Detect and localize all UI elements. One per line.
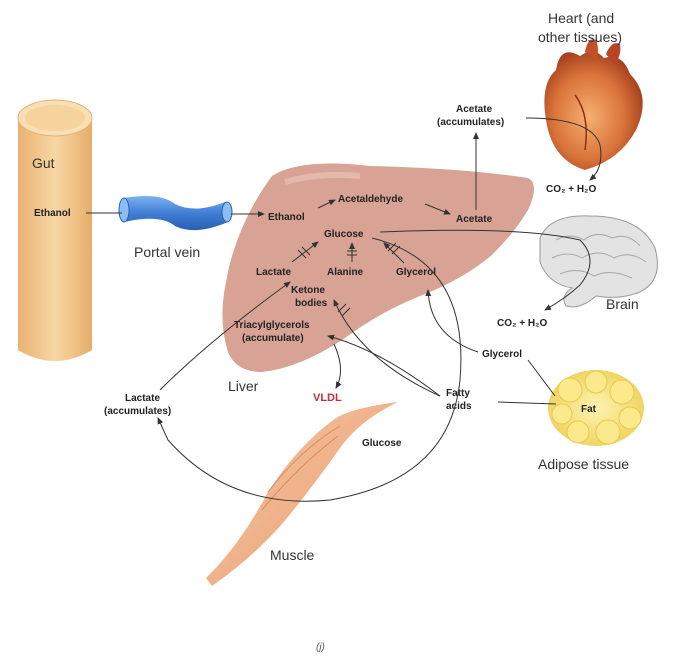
line-fat-to-glycerol xyxy=(528,360,555,396)
glycerol-adipose-label: Glycerol xyxy=(482,349,522,360)
ketone-bodies-label-line1: Ketone xyxy=(291,285,325,296)
glucose-liver-label: Glucose xyxy=(324,229,364,240)
arrow-fatty-acids-to-triacylglycerols xyxy=(328,336,440,396)
adipose-tissue-label: Adipose tissue xyxy=(538,456,629,472)
acetate-out-label-line1: Acetate xyxy=(456,104,493,115)
liver-label: Liver xyxy=(228,378,259,394)
arrow-triacylglycerols-to-vldl xyxy=(334,344,341,388)
lactate-out-label-line1: Lactate xyxy=(125,393,160,404)
co2-water-heart-label: CO₂ + H₂O xyxy=(546,184,597,195)
gut-label: Gut xyxy=(32,155,55,171)
acetate-out-label-line2: (accumulates) xyxy=(437,117,504,128)
muscle-label: Muscle xyxy=(270,547,315,563)
heart-label-line1: Heart (and xyxy=(548,10,614,26)
acetaldehyde-label: Acetaldehyde xyxy=(338,194,403,205)
co2-water-brain-label: CO₂ + H₂O xyxy=(497,318,548,329)
triacylglycerols-label-line1: Triacylglycerols xyxy=(234,320,310,331)
fatty-acids-label-line2: acids xyxy=(446,401,472,412)
ketone-bodies-label-line2: bodies xyxy=(295,298,328,309)
arrow-glycerol-to-liver xyxy=(428,290,478,352)
brain-organ xyxy=(540,216,657,307)
figure-caption: (j) xyxy=(316,642,325,653)
adipose-tissue-organ xyxy=(548,370,644,446)
ethanol-liver-label: Ethanol xyxy=(268,212,305,223)
portal-vein-label: Portal vein xyxy=(134,244,200,260)
alanine-label: Alanine xyxy=(327,267,364,278)
gut-organ xyxy=(18,100,92,361)
portal-vein-tube xyxy=(119,196,232,230)
brain-label: Brain xyxy=(606,296,639,312)
fat-label: Fat xyxy=(581,404,597,415)
acetate-label: Acetate xyxy=(456,214,493,225)
glucose-muscle-label: Glucose xyxy=(362,438,402,449)
lactate-label: Lactate xyxy=(256,267,291,278)
lactate-out-label-line2: (accumulates) xyxy=(104,406,171,417)
heart-label-line2: other tissues) xyxy=(538,29,622,45)
vldl-label: VLDL xyxy=(313,392,342,404)
line-fat-to-fatty-acids xyxy=(498,402,556,404)
triacylglycerols-label-line2: (accumulate) xyxy=(242,333,304,344)
heart-organ xyxy=(544,39,642,170)
ethanol-gut-label: Ethanol xyxy=(34,208,71,219)
